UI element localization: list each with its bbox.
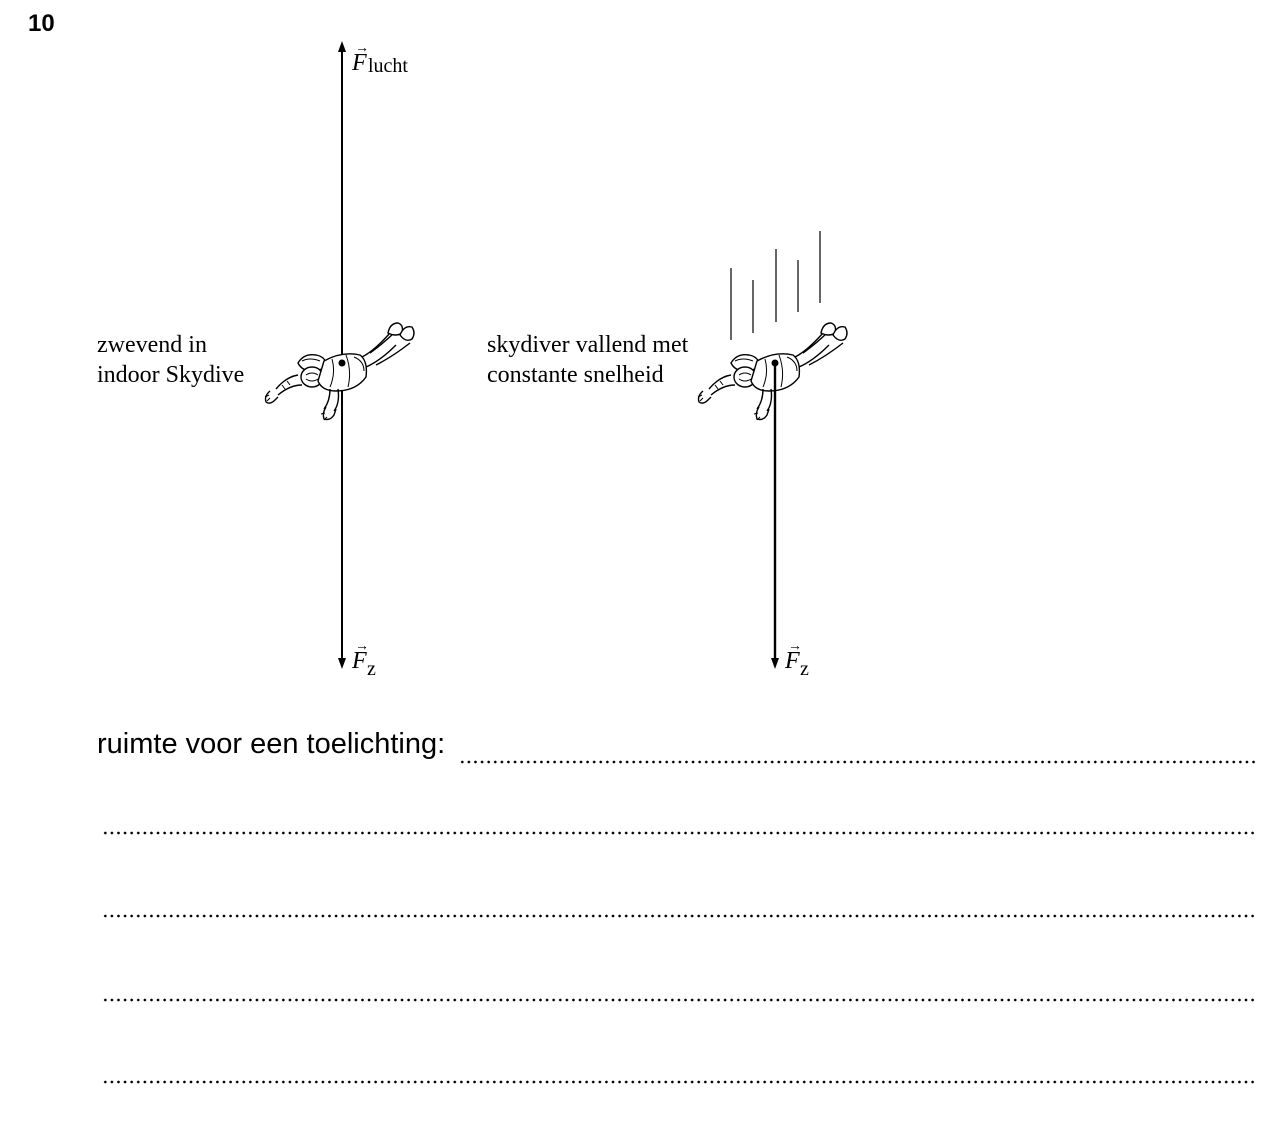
skydiver-floating-figure <box>264 322 415 421</box>
answer-line[interactable] <box>102 998 1257 1002</box>
vector-arrow-icon: → <box>355 639 369 654</box>
answer-prompt: ruimte voor een toelichting: <box>97 728 446 760</box>
label-floating-line2: indoor Skydive <box>97 362 244 388</box>
force-gravity-arrowhead <box>771 658 779 669</box>
left-panel: F → lucht F → z zwevend in indoor Skydiv… <box>97 41 415 680</box>
force-air-symbol: F <box>351 50 367 76</box>
label-floating-line1: zwevend in <box>97 332 207 358</box>
force-gravity-subscript: z <box>800 658 809 680</box>
vector-arrow-icon: → <box>355 41 369 56</box>
label-falling-line2: constante snelheid <box>487 362 664 388</box>
force-diagram: F → lucht F → z zwevend in indoor Skydiv… <box>97 41 848 680</box>
answer-area: ruimte voor een toelichting: <box>97 728 1257 1084</box>
right-panel: F → z skydiver vallend met constante sne… <box>487 231 848 680</box>
force-gravity-symbol: F <box>351 648 367 674</box>
question-number: 10 <box>28 10 55 37</box>
answer-line[interactable] <box>102 914 1257 918</box>
vector-arrow-icon: → <box>788 639 802 654</box>
force-air-subscript: lucht <box>368 55 408 77</box>
motion-lines <box>730 231 821 340</box>
label-falling-line1: skydiver vallend met <box>487 332 689 358</box>
force-gravity-subscript: z <box>367 658 376 680</box>
dotted-line <box>459 760 1257 764</box>
answer-line[interactable] <box>102 831 1257 835</box>
answer-line-first[interactable]: ruimte voor een toelichting: <box>97 728 1257 772</box>
force-air-arrowhead <box>338 41 346 52</box>
force-gravity-symbol: F <box>784 648 800 674</box>
force-gravity-arrowhead <box>338 658 346 669</box>
skydiver-falling-figure <box>697 322 848 421</box>
answer-line[interactable] <box>102 1080 1257 1084</box>
